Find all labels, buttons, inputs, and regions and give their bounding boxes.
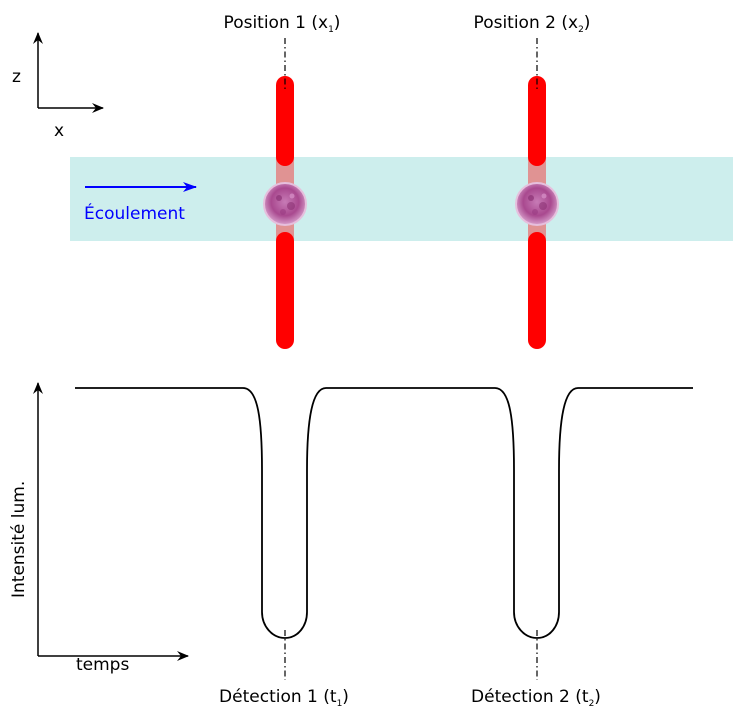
detection-2-text: Détection 2 (t: [471, 687, 589, 707]
position-2-subscript: 2: [578, 25, 584, 35]
cell-2: [515, 182, 559, 226]
detection-1-label: Détection 1 (t1): [219, 687, 349, 709]
intensity-axis-label: Intensité lum.: [9, 481, 29, 598]
flow-label: Écoulement: [84, 202, 185, 224]
position-2-close: ): [584, 13, 591, 33]
detection-2-close: ): [594, 687, 601, 707]
detection-1-close: ): [342, 687, 349, 707]
position-1-close: ): [334, 13, 341, 33]
detection-2-subscript: 2: [589, 699, 595, 709]
position-1-label: Position 1 (x1): [224, 13, 341, 35]
x-axis-label: x: [54, 121, 64, 141]
cell-1: [263, 182, 307, 226]
z-axis-label: z: [12, 67, 21, 87]
position-2-label: Position 2 (x2): [474, 13, 591, 35]
time-axis-label: temps: [76, 655, 129, 675]
detection-2-label: Détection 2 (t2): [471, 687, 601, 709]
detection-1-text: Détection 1 (t: [219, 687, 337, 707]
position-1-subscript: 1: [328, 25, 334, 35]
position-1-text: Position 1 (x: [224, 13, 329, 33]
flow-channel: [70, 157, 733, 241]
top-axes: z x: [12, 32, 104, 141]
plot-axes: [33, 382, 189, 661]
detection-1-subscript: 1: [337, 699, 343, 709]
position-2-text: Position 2 (x: [474, 13, 579, 33]
intensity-signal-trace: [75, 387, 693, 639]
